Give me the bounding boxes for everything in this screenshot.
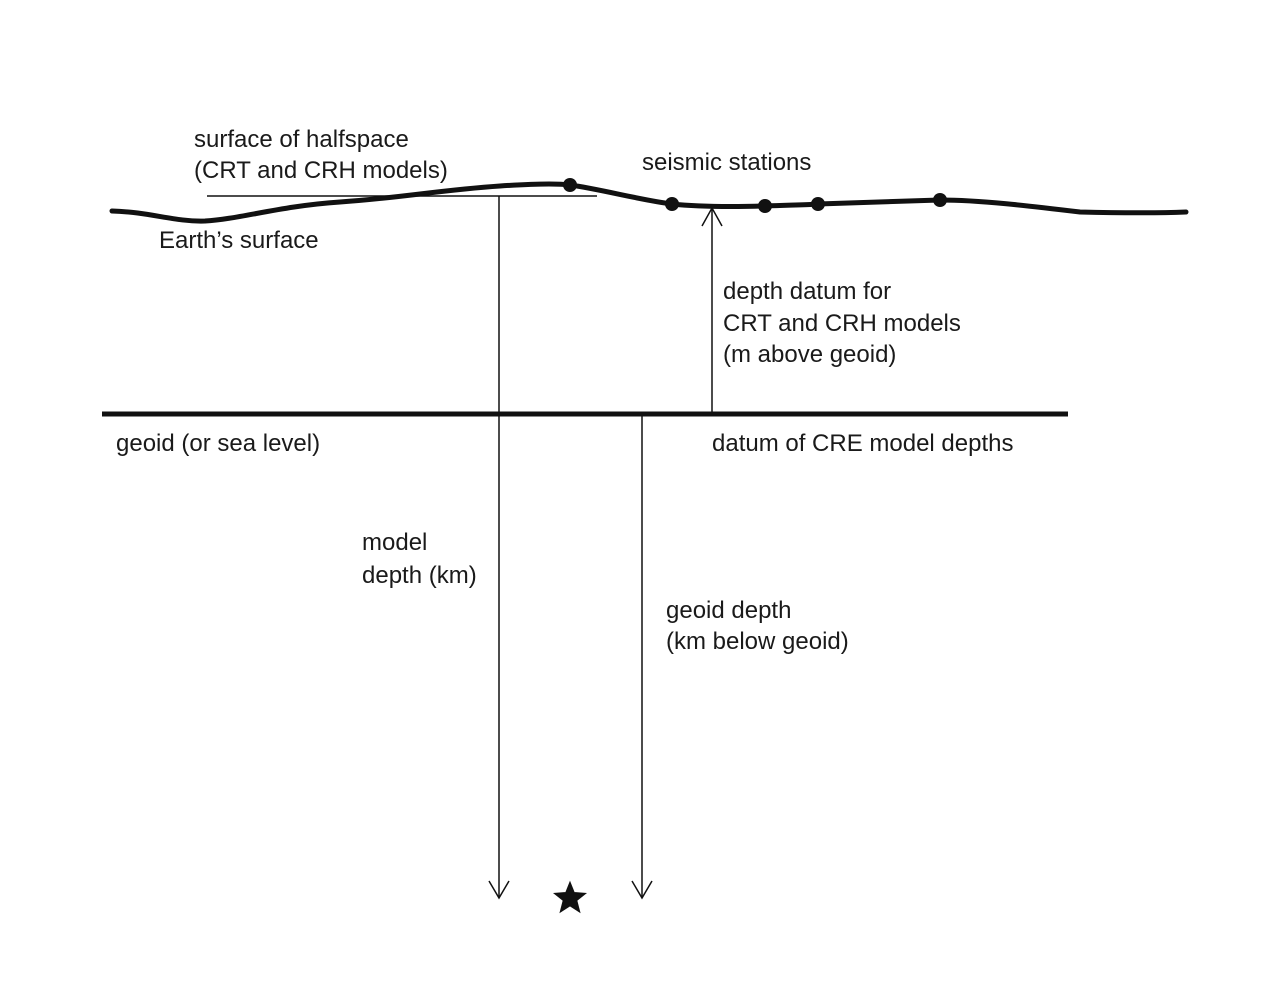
depth-datum-label-line3: (m above geoid) [723, 341, 897, 368]
earth-surface-label: Earth’s surface [159, 227, 319, 254]
halfspace-label-line2: (CRT and CRH models) [194, 157, 448, 184]
seismic-stations-label: seismic stations [642, 149, 812, 176]
geoid-label: geoid (or sea level) [116, 430, 321, 457]
cre-datum-label: datum of CRE model depths [712, 430, 1014, 457]
seismic-station-icon [758, 199, 772, 213]
halfspace-label-line1: surface of halfspace [194, 126, 409, 153]
model-depth-label-line2: depth (km) [362, 562, 477, 589]
geoid-depth-label-line1: geoid depth [666, 597, 792, 624]
depth-datum-arrowhead [701, 206, 723, 227]
depth-datum-label-line1: depth datum for [723, 278, 892, 305]
earthquake-star-icon [552, 880, 588, 914]
geoid-depth-label-line2: (km below geoid) [666, 628, 849, 655]
model-depth-arrowhead [488, 880, 510, 900]
geoid-depth-arrowhead [631, 880, 653, 900]
depth-datum-label-line2: CRT and CRH models [723, 310, 961, 337]
earth-surface-line [109, 181, 1189, 224]
seismic-station-icon [811, 197, 825, 211]
seismic-station-icon [563, 178, 577, 192]
seismic-station-icon [933, 193, 947, 207]
seismic-station-icon [665, 197, 679, 211]
model-depth-label-line1: model [362, 529, 428, 556]
